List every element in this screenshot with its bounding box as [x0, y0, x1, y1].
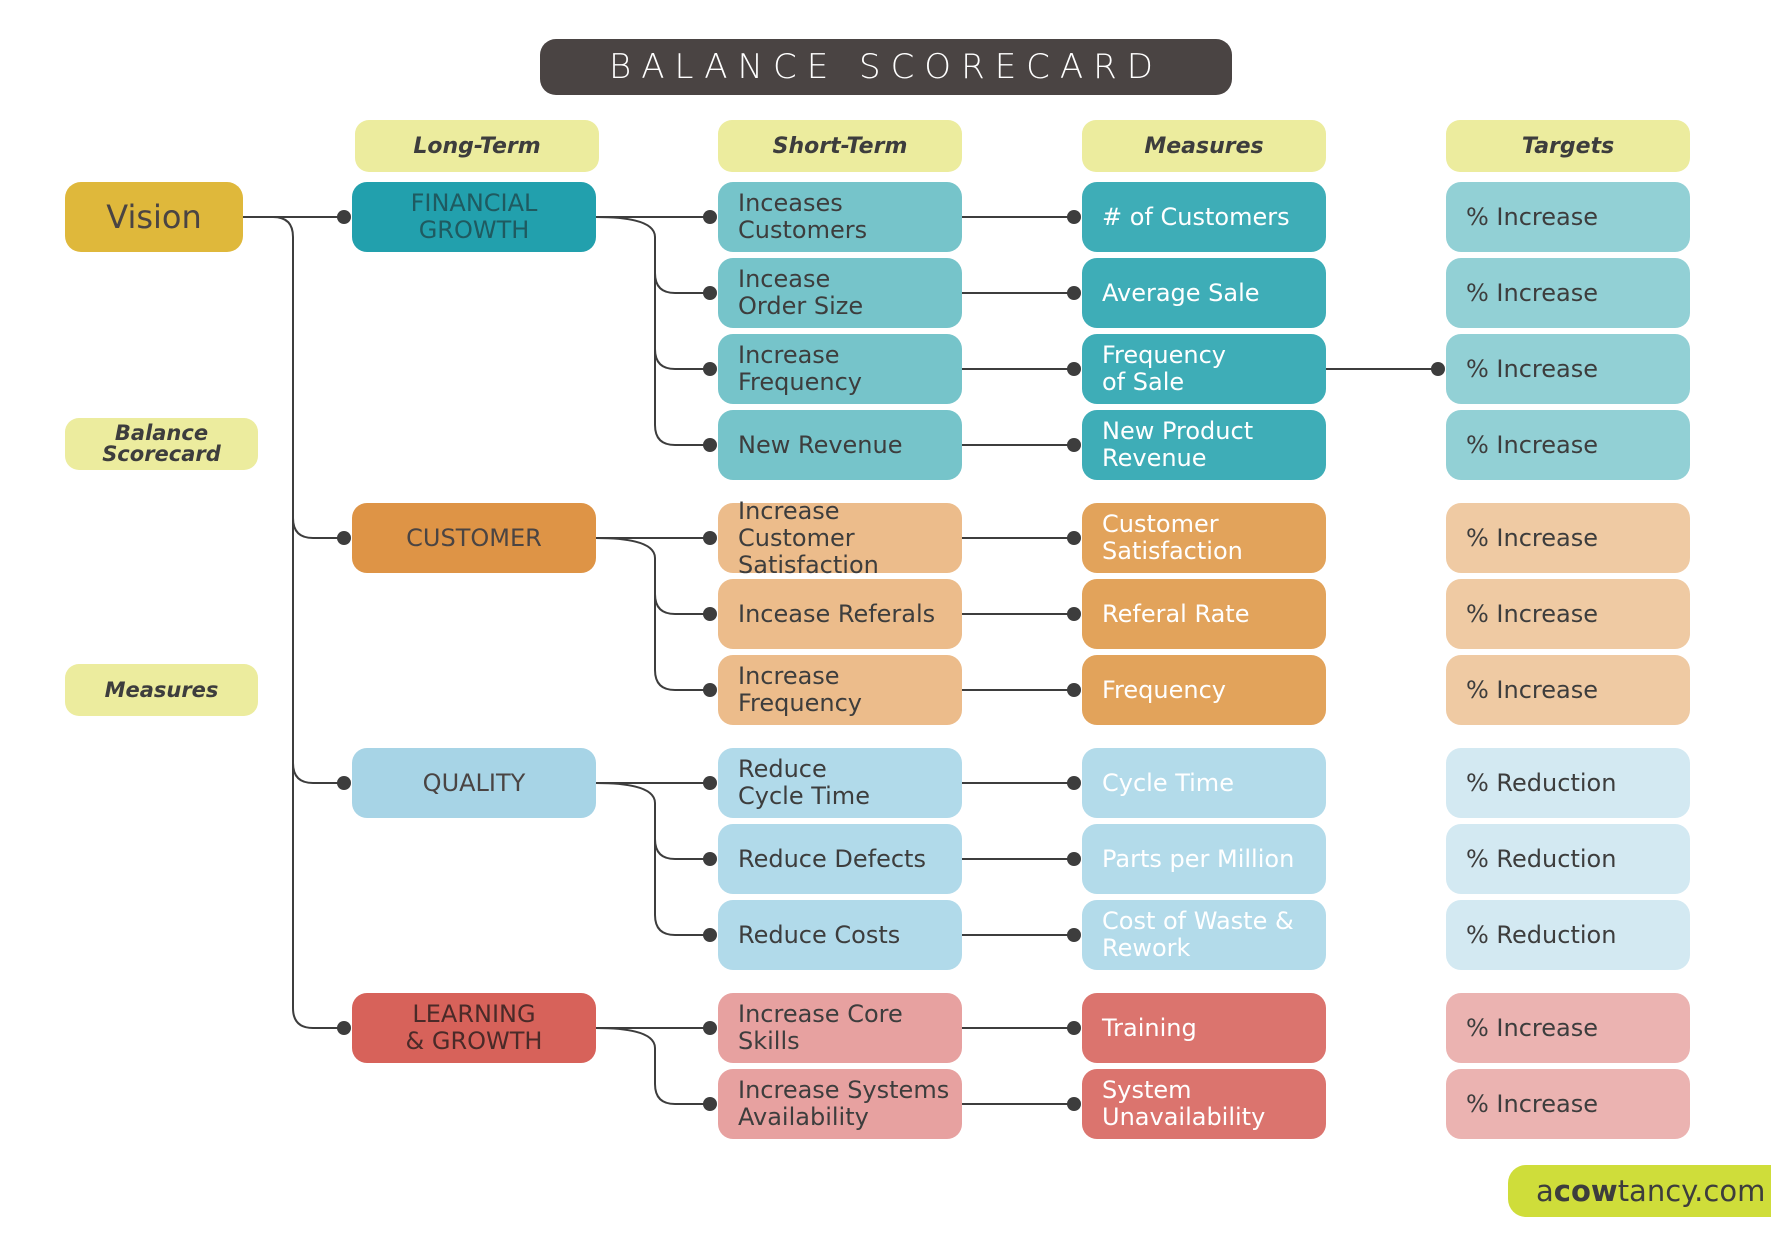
- measure-cycle-time: Cycle Time: [1082, 748, 1326, 818]
- measure-customer-satisfaction: Customer Satisfaction: [1082, 503, 1326, 573]
- short-term-increase-frequency: Increase Frequency: [718, 334, 962, 404]
- dot-measure-new-revenue: [1067, 438, 1081, 452]
- wire-to-short-term-increase-frequency: [654, 348, 710, 370]
- wire-to-category-quality: [292, 762, 344, 784]
- measure-system-unavailability: System Unavailability: [1082, 1069, 1326, 1139]
- short-term-reduce-cycle-time: Reduce Cycle Time: [718, 748, 962, 818]
- target-financial-growth-1: % Increase: [1446, 182, 1690, 252]
- target-customer-1: % Increase: [1446, 503, 1690, 573]
- target-customer-2: % Increase: [1446, 579, 1690, 649]
- wire-to-category-customer: [292, 517, 344, 539]
- dot-measure-incease-referals: [1067, 607, 1081, 621]
- target-learning-growth-2: % Increase: [1446, 1069, 1690, 1139]
- header-measures: Measures: [1082, 120, 1326, 172]
- measure-cost-of-waste-rework: Cost of Waste & Rework: [1082, 900, 1326, 970]
- short-term-incease-referals: Incease Referals: [718, 579, 962, 649]
- wire-to-short-term-increase-frequency: [654, 669, 710, 691]
- dot-short-term-reduce-cycle-time: [703, 776, 717, 790]
- measure-average-sale: Average Sale: [1082, 258, 1326, 328]
- short-term-reduce-defects: Reduce Defects: [718, 824, 962, 894]
- header-long-term: Long-Term: [355, 120, 599, 172]
- target-financial-growth-3: % Increase: [1446, 334, 1690, 404]
- brand-text-pre: a: [1536, 1174, 1554, 1208]
- wire-branch-quality: [595, 782, 656, 915]
- dot-short-term-new-revenue: [703, 438, 717, 452]
- target-quality-2: % Reduction: [1446, 824, 1690, 894]
- short-term-reduce-costs: Reduce Costs: [718, 900, 962, 970]
- category-learning-growth: LEARNING & GROWTH: [352, 993, 596, 1063]
- measure-frequency-of-sale: Frequency of Sale: [1082, 334, 1326, 404]
- dot-short-term-reduce-costs: [703, 928, 717, 942]
- brand-text-post: tancy.com: [1617, 1174, 1766, 1208]
- page-title: BALANCE SCORECARD: [540, 39, 1232, 95]
- dot-measure-increase-systems-availability: [1067, 1097, 1081, 1111]
- category-financial-growth: FINANCIAL GROWTH: [352, 182, 596, 252]
- dot-measure-increase-frequency: [1067, 683, 1081, 697]
- dot-short-term-increase-systems-availability: [703, 1097, 717, 1111]
- measure-of-customers: # of Customers: [1082, 182, 1326, 252]
- wire-to-short-term-reduce-defects: [654, 838, 710, 860]
- wire-to-short-term-reduce-costs: [654, 914, 710, 936]
- target-quality-3: % Reduction: [1446, 900, 1690, 970]
- dot-measure-increase-core-skills: [1067, 1021, 1081, 1035]
- short-term-inceases-customers: Inceases Customers: [718, 182, 962, 252]
- dot-category-quality: [337, 776, 351, 790]
- measure-frequency: Frequency: [1082, 655, 1326, 725]
- dot-short-term-reduce-defects: [703, 852, 717, 866]
- header-short-term: Short-Term: [718, 120, 962, 172]
- dot-measure-reduce-costs: [1067, 928, 1081, 942]
- dot-short-term-increase-core-skills: [703, 1021, 717, 1035]
- wire-branch-learning-growth: [595, 1027, 656, 1084]
- short-term-increase-frequency: Increase Frequency: [718, 655, 962, 725]
- short-term-increase-customer-satisfaction: Increase Customer Satisfaction: [718, 497, 962, 578]
- dot-measure-inceases-customers: [1067, 210, 1081, 224]
- dot-measure-reduce-cycle-time: [1067, 776, 1081, 790]
- side-label-measures: Measures: [65, 664, 258, 716]
- short-term-increase-systems-availability: Increase Systems Availability: [718, 1069, 962, 1139]
- dot-category-customer: [337, 531, 351, 545]
- wire-to-category-learning-growth: [292, 1007, 344, 1029]
- target-financial-growth-2: % Increase: [1446, 258, 1690, 328]
- measure-parts-per-million: Parts per Million: [1082, 824, 1326, 894]
- dot-category-learning-growth: [337, 1021, 351, 1035]
- dot-measure-increase-customer-satisfaction: [1067, 531, 1081, 545]
- wire-branch-financial-growth: [595, 216, 656, 425]
- wire-trunk-top-curve: [272, 216, 294, 238]
- short-term-new-revenue: New Revenue: [718, 410, 962, 480]
- dot-target-frequency-of-sale: [1431, 362, 1445, 376]
- dot-short-term-increase-frequency: [703, 362, 717, 376]
- wire-to-short-term-incease-referals: [654, 593, 710, 615]
- dot-measure-reduce-defects: [1067, 852, 1081, 866]
- target-financial-growth-4: % Increase: [1446, 410, 1690, 480]
- wire-to-short-term-new-revenue: [654, 424, 710, 446]
- header-targets: Targets: [1446, 120, 1690, 172]
- vision-box: Vision: [65, 182, 243, 252]
- measure-new-product-revenue: New Product Revenue: [1082, 410, 1326, 480]
- dot-measure-increase-frequency: [1067, 362, 1081, 376]
- brand-text-bold: cow: [1553, 1174, 1618, 1208]
- target-customer-3: % Increase: [1446, 655, 1690, 725]
- dot-short-term-incease-referals: [703, 607, 717, 621]
- short-term-incease-order-size: Incease Order Size: [718, 258, 962, 328]
- wire-to-short-term-incease-order-size: [654, 272, 710, 294]
- dot-short-term-increase-customer-satisfaction: [703, 531, 717, 545]
- wire-branch-customer: [595, 537, 656, 670]
- dot-measure-incease-order-size: [1067, 286, 1081, 300]
- dot-short-term-incease-order-size: [703, 286, 717, 300]
- target-quality-1: % Reduction: [1446, 748, 1690, 818]
- dot-short-term-inceases-customers: [703, 210, 717, 224]
- short-term-increase-core-skills: Increase Core Skills: [718, 993, 962, 1063]
- side-label-balance-scorecard: Balance Scorecard: [65, 418, 258, 470]
- category-quality: QUALITY: [352, 748, 596, 818]
- category-customer: CUSTOMER: [352, 503, 596, 573]
- measure-training: Training: [1082, 993, 1326, 1063]
- dot-short-term-increase-frequency: [703, 683, 717, 697]
- dot-category-financial-growth: [337, 210, 351, 224]
- target-learning-growth-1: % Increase: [1446, 993, 1690, 1063]
- wire-to-short-term-increase-systems-availability: [654, 1083, 710, 1105]
- measure-referal-rate: Referal Rate: [1082, 579, 1326, 649]
